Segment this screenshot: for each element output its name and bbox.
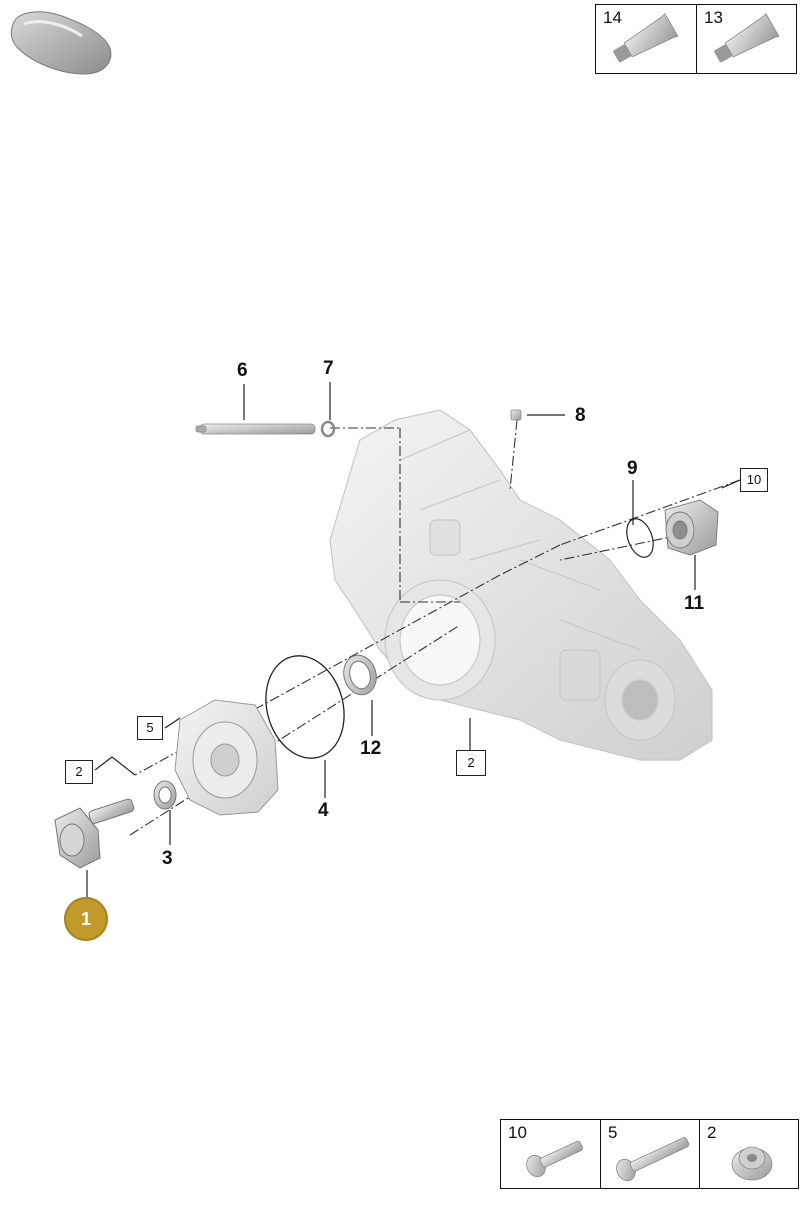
callout-6[interactable]: 6 — [237, 360, 248, 381]
callout-12[interactable]: 12 — [360, 738, 382, 759]
fastener-number: 5 — [608, 1123, 618, 1142]
fastener-cell[interactable]: 2 — [699, 1120, 798, 1188]
seal-ring-part — [265, 655, 345, 759]
callout-7[interactable]: 7 — [323, 358, 334, 379]
supply-cell[interactable]: 14 — [596, 5, 696, 73]
small-seal-part — [153, 780, 177, 810]
fastener-cell[interactable]: 5 — [600, 1120, 699, 1188]
flange-shaft-part — [54, 798, 135, 869]
grease-tube-icon — [613, 13, 679, 63]
fastener-number: 10 — [508, 1123, 527, 1142]
fastener-number: 2 — [707, 1123, 717, 1142]
grease-tube-icon — [714, 13, 780, 63]
selected-part-badge[interactable]: 1 — [64, 897, 108, 941]
callout-4[interactable]: 4 — [318, 800, 329, 821]
cover-part — [174, 699, 279, 816]
box-ref-2[interactable]: 2 — [65, 760, 93, 784]
o-ring-part — [626, 518, 654, 558]
small-ring-part — [320, 420, 336, 438]
supply-number: 13 — [704, 8, 723, 27]
bolt-icon — [526, 1140, 583, 1178]
fasteners-legend: 10 5 2 — [500, 1119, 799, 1189]
callout-leaders — [86, 382, 741, 898]
box-ref-10[interactable]: 10 — [740, 468, 768, 492]
transmission-housing — [329, 409, 713, 761]
supplies-legend: 14 13 — [595, 4, 797, 74]
box-ref-5[interactable]: 5 — [137, 716, 163, 740]
callout-9[interactable]: 9 — [627, 458, 638, 479]
shaft-part — [195, 423, 316, 435]
actuator-part — [664, 499, 719, 556]
supply-cell[interactable]: 13 — [696, 5, 796, 73]
flanged-nut-icon — [731, 1146, 773, 1181]
callout-11[interactable]: 11 — [684, 593, 705, 614]
plug-part — [510, 409, 522, 421]
fastener-cell[interactable]: 10 — [501, 1120, 600, 1188]
callout-3[interactable]: 3 — [162, 848, 173, 869]
sleeve-part — [343, 654, 377, 696]
box-ref-2[interactable]: 2 — [456, 750, 486, 776]
long-bolt-icon — [616, 1137, 690, 1182]
callout-8[interactable]: 8 — [575, 405, 586, 426]
supply-number: 14 — [603, 8, 622, 27]
